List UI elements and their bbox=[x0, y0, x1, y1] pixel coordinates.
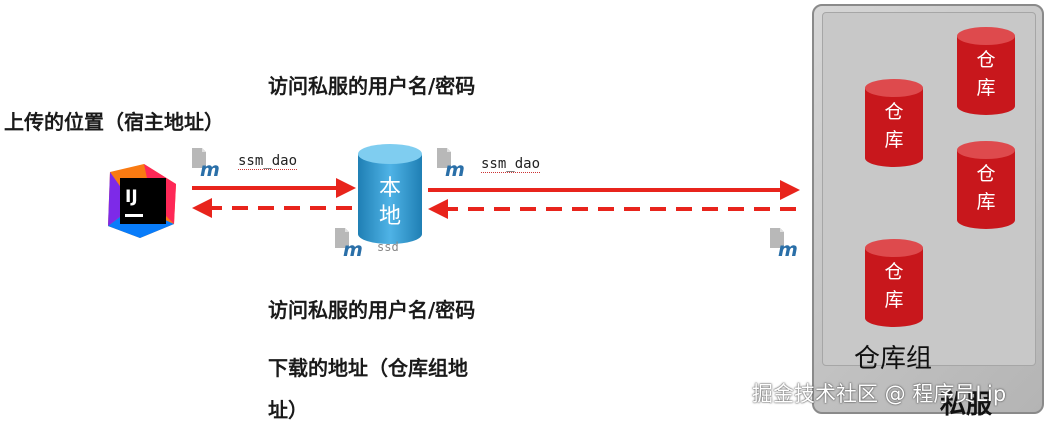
maven-artifact-icon: m bbox=[770, 228, 798, 258]
artifact-name-below-local: ssd bbox=[377, 240, 399, 254]
artifact-name-right: ssm_dao bbox=[481, 156, 541, 173]
repository-label-line1: 仓 bbox=[976, 49, 996, 71]
artifact-name-left: ssm_dao bbox=[238, 153, 298, 170]
maven-artifact-icon: m bbox=[192, 148, 220, 178]
repository-label-line1: 仓 bbox=[884, 101, 904, 123]
intellij-logo-icon: IJ bbox=[108, 164, 176, 238]
svg-text:m: m bbox=[200, 159, 220, 178]
local-repository-cylinder bbox=[358, 144, 422, 244]
svg-text:m: m bbox=[343, 239, 363, 258]
maven-artifact-icon: m bbox=[335, 228, 363, 258]
upload-location-label: 上传的位置（宿主地址） bbox=[4, 110, 224, 134]
bottom-credentials-label: 访问私服的用户名/密码 bbox=[268, 298, 476, 322]
svg-text:m: m bbox=[445, 159, 465, 178]
top-credentials-label: 访问私服的用户名/密码 bbox=[268, 74, 476, 98]
svg-text:m: m bbox=[778, 239, 798, 258]
repository-group-label: 仓库组 bbox=[854, 344, 933, 374]
repository-cylinder bbox=[957, 27, 1015, 115]
repository-cylinder bbox=[957, 141, 1015, 229]
download-location-label: 下载的地址（仓库组地 bbox=[268, 356, 468, 380]
download-location-label-cont: 址） bbox=[268, 398, 308, 422]
local-repo-label-line2: 地 bbox=[378, 204, 401, 229]
repository-cylinder bbox=[865, 239, 923, 327]
maven-artifact-icon: m bbox=[437, 148, 465, 178]
private-server-label: 私服 bbox=[940, 390, 993, 420]
repository-label-line2: 库 bbox=[884, 129, 904, 151]
repository-cylinder bbox=[865, 79, 923, 167]
local-repo-label-line1: 本 bbox=[378, 176, 401, 201]
repository-label-line1: 仓 bbox=[884, 261, 904, 283]
repository-label-line2: 库 bbox=[976, 77, 996, 99]
repository-label-line2: 库 bbox=[976, 191, 996, 213]
watermark-text: 掘金技术社区 @ 程序员Lip bbox=[752, 382, 1007, 406]
repository-label-line2: 库 bbox=[884, 289, 904, 311]
intellij-logo-text: IJ bbox=[125, 187, 138, 207]
repository-label-line1: 仓 bbox=[976, 163, 996, 185]
